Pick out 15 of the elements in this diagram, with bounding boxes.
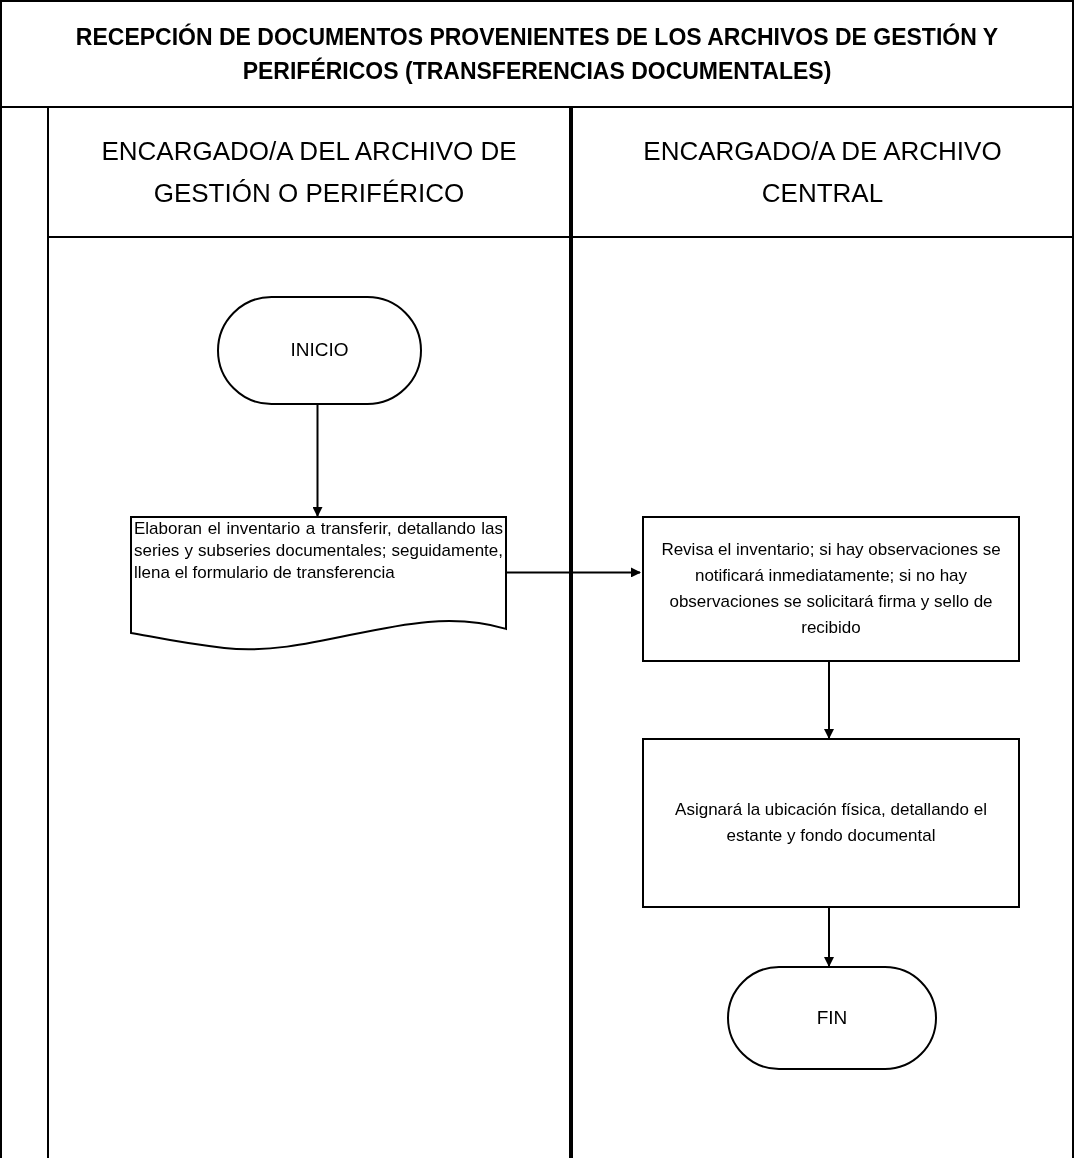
lane-header: ENCARGADO/A DEL ARCHIVO DE GESTIÓN O PERIFÉRICO [49, 108, 569, 238]
terminal-shape: FIN [727, 966, 937, 1070]
arrow [824, 661, 834, 739]
process-box: Asignará la ubicación física, detallando el estante y fondo documental [642, 738, 1020, 908]
terminal-shape: INICIO [217, 296, 422, 405]
title-band: RECEPCIÓN DE DOCUMENTOS PROVENIENTES DE LOS ARCHIVOS DE GESTIÓN Y PERIFÉRICOS (TRANSFERENCIAS DOCUMENTALES) [0, 0, 1074, 108]
arrow [312, 404, 323, 517]
step-text: Elaboran el inventario a transferir, detallando las series y subseries documentales; seguidamente, llena el formulario de transferencia [134, 519, 503, 582]
lane-header: ENCARGADO/A DE ARCHIVO CENTRAL [573, 108, 1072, 238]
arrow [824, 907, 834, 967]
arrow [504, 567, 641, 578]
document-shape [130, 516, 507, 652]
swimlane [47, 108, 571, 1158]
process-box: Revisa el inventario; si hay observaciones se notificará inmediatamente; si no hay observaciones se solicitará firma y sello de recibido [642, 516, 1020, 662]
swimlane [571, 108, 1074, 1158]
